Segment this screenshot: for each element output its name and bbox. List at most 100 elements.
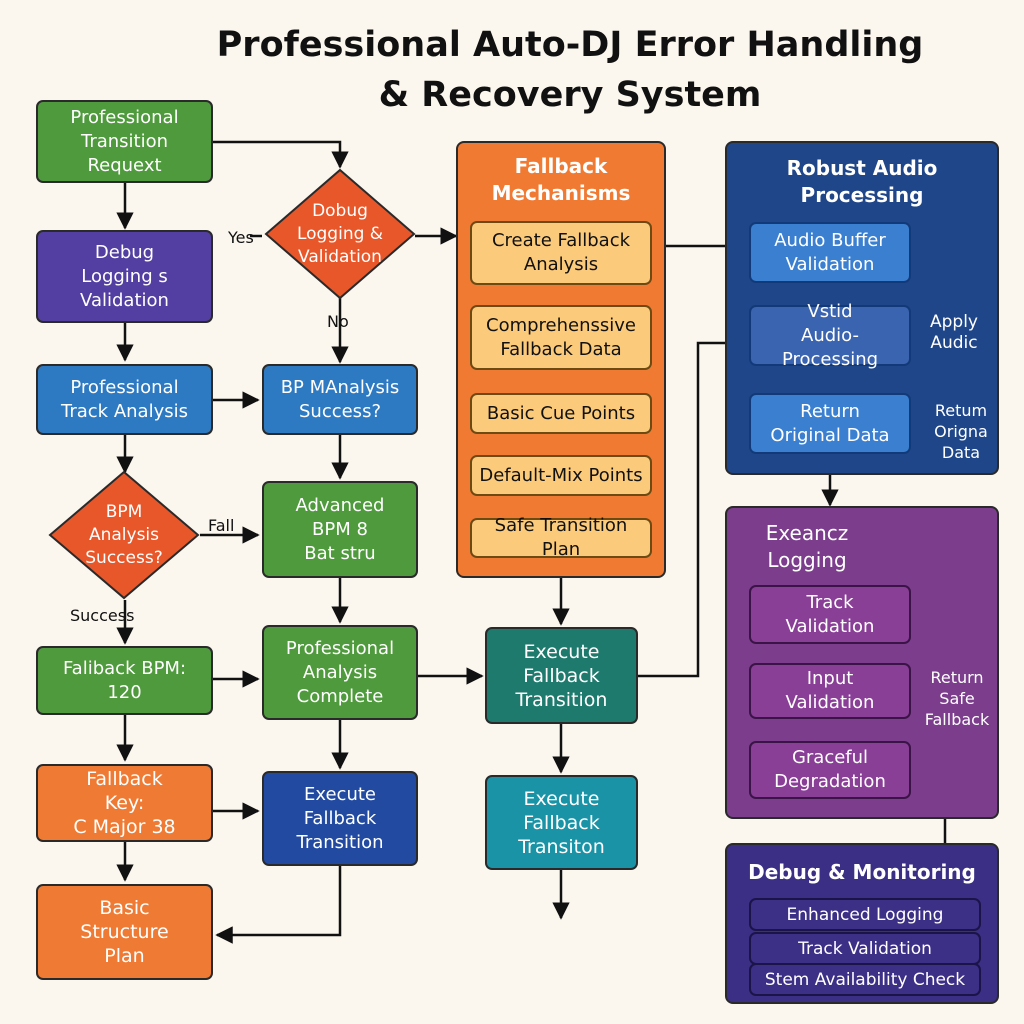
item-line: Validation: [785, 253, 875, 275]
default-mix-points-item[interactable]: Default-Mix Points: [470, 455, 652, 496]
side-line: Audic: [930, 333, 978, 353]
safe-transition-plan-item[interactable]: Safe Transition Plan: [470, 515, 652, 560]
edge-label-no: No: [327, 312, 349, 331]
panel-title-line: Fallback: [514, 154, 608, 178]
panel-title-line: Processing: [800, 183, 924, 207]
node-line: Execute: [523, 640, 600, 663]
node-line: Analysis: [88, 524, 160, 545]
node-line: Debug: [94, 241, 155, 263]
node-line: Faliback BPM:: [62, 657, 187, 679]
node-line: Dobug: [312, 200, 368, 221]
node-line: Validation: [80, 289, 169, 311]
node-line: Advanced: [295, 494, 385, 516]
title-line-2: & Recovery System: [378, 75, 762, 115]
side-line: Safe: [939, 689, 975, 708]
item-line: Input: [806, 668, 854, 689]
node-line: Basic: [99, 897, 150, 919]
node-line: BPM: [105, 501, 143, 522]
item-line: Vstid: [807, 300, 853, 322]
side-line: Data: [941, 443, 981, 462]
fallback-bpm-node[interactable]: Faliback BPM:120: [36, 646, 213, 715]
node-line: Fallback: [523, 811, 600, 834]
node-line: Logging s: [81, 265, 168, 287]
node-line: BPM 8: [312, 518, 368, 540]
item-line: Audio Buffer: [774, 229, 886, 251]
side-line: Return: [930, 668, 984, 687]
item-line: Analysis: [523, 254, 599, 275]
node-line: Transition: [515, 688, 608, 711]
item-line: Fallback Data: [500, 338, 622, 360]
node-line: Professional: [285, 637, 395, 659]
item-line: Degradation: [774, 771, 886, 792]
enhanced-logging-item[interactable]: Enhanced Logging: [749, 898, 981, 931]
node-line: 120: [107, 681, 142, 703]
edge-center-exec-to-audio: [638, 334, 748, 678]
item-line: Track: [806, 591, 854, 613]
node-line: Fallback: [303, 807, 377, 829]
node-line: Fallback: [523, 664, 600, 687]
node-line: Success?: [298, 400, 381, 422]
node-line: Transition: [296, 831, 384, 853]
node-line: Track Analysis: [61, 400, 188, 422]
panel-title-line: Mechanisms: [491, 181, 631, 205]
node-line: Key:: [104, 792, 145, 814]
panel-title: Debug & Monitoring: [748, 860, 976, 884]
item-line: Default-Mix Points: [479, 464, 643, 486]
stem-availability-item[interactable]: Stem Availability Check: [749, 963, 981, 996]
node-line: Execute: [304, 783, 376, 805]
item-line: Comprehenssive: [486, 314, 636, 336]
panel-title-line: Logging: [767, 548, 847, 572]
decision-shape: [48, 470, 200, 600]
node-line: Plan: [104, 945, 145, 967]
edge-label-yes: Yes: [228, 228, 254, 247]
item-line: Graceful: [791, 747, 869, 768]
edge-execute-to-structure: [215, 866, 342, 944]
node-line: Success?: [85, 547, 163, 568]
node-line: BP MAnalysis: [280, 376, 400, 398]
panel-title-line: Robust Audio: [786, 156, 938, 180]
node-line: Professional: [70, 106, 179, 128]
edge-label-fail: Fall: [208, 516, 235, 535]
node-line: Validation: [298, 246, 382, 267]
node-line: Analysis: [302, 661, 378, 683]
item-line: Safe Transition Plan: [494, 515, 628, 560]
node-line: Structure: [80, 921, 169, 943]
title-line-1: Professional Auto-DJ Error Handling: [216, 25, 924, 65]
side-line: Apply: [930, 312, 978, 332]
item-line: Original Data: [770, 424, 890, 446]
item-line: Create Fallback: [491, 230, 631, 251]
item-line: Return: [800, 400, 860, 422]
node-line: Bat stru: [304, 542, 376, 564]
track-validation-monitor-item[interactable]: Track Validation: [749, 932, 981, 965]
edge-request-to-decision: [212, 140, 349, 169]
node-line: Professional: [70, 376, 179, 398]
node-line: C Major 38: [73, 816, 176, 838]
basic-cue-points-item[interactable]: Basic Cue Points: [470, 393, 652, 434]
